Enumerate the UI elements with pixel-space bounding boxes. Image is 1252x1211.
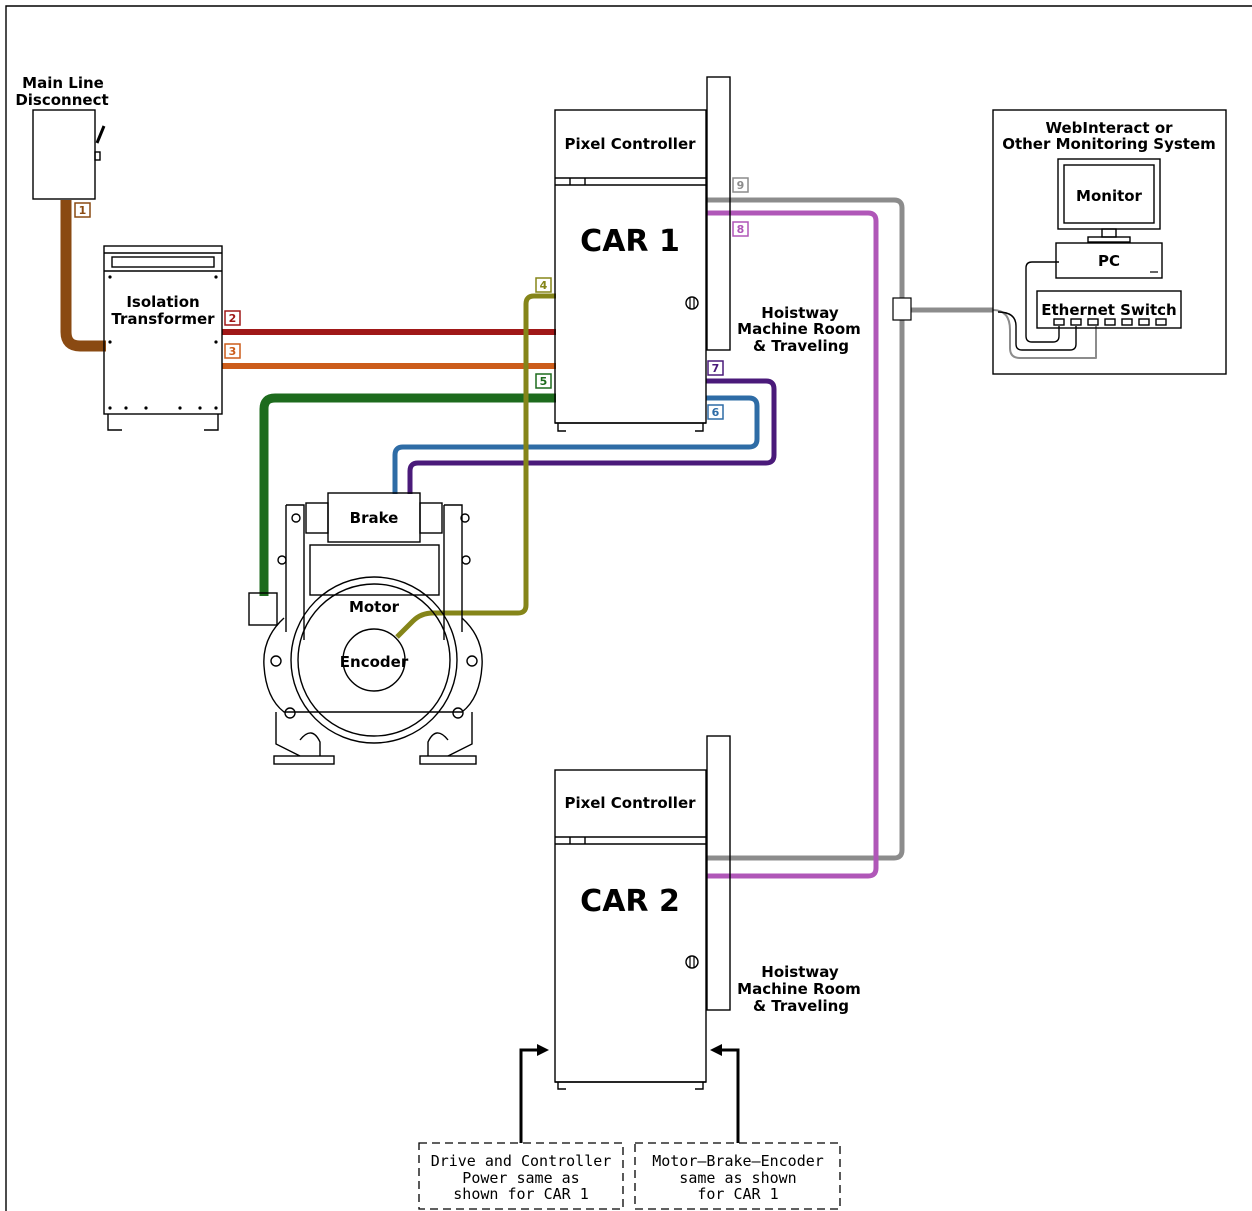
car1-side-panel bbox=[706, 76, 731, 351]
car1-hoistway-label-3: & Traveling bbox=[753, 337, 849, 355]
cable-6 bbox=[392, 395, 760, 494]
car1-hoistway-label-1: Hoistway bbox=[761, 304, 839, 322]
cable-tag-3: 3 bbox=[229, 345, 237, 358]
car2-title: CAR 2 bbox=[580, 884, 680, 919]
car2-side-panel bbox=[706, 735, 731, 1011]
cable-tag-7: 7 bbox=[712, 362, 720, 375]
car1-hoistway-label-2: Machine Room bbox=[737, 320, 861, 338]
transformer-label-1: Isolation bbox=[126, 293, 199, 311]
monitoring-system: WebInteract or Other Monitoring System M… bbox=[992, 109, 1227, 375]
disconnect-handle-icon bbox=[95, 125, 106, 144]
cable-8 bbox=[706, 210, 879, 879]
cable-tag-9: 9 bbox=[737, 179, 745, 192]
cable-tag-1: 1 bbox=[79, 204, 87, 217]
webinteract-label-2: Other Monitoring System bbox=[1002, 135, 1216, 153]
car2-pixel-controller-label: Pixel Controller bbox=[564, 794, 696, 812]
main-line-label-2: Disconnect bbox=[15, 91, 108, 109]
note-right-line-1: Motor—Brake—Encoder bbox=[652, 1152, 824, 1170]
note-left-line-2: Power same as bbox=[462, 1169, 579, 1187]
note-right-line-3: for CAR 1 bbox=[697, 1185, 778, 1203]
encoder-label: Encoder bbox=[340, 653, 409, 671]
webinteract-label-1: WebInteract or bbox=[1045, 119, 1173, 137]
motor-body bbox=[309, 544, 440, 596]
ethernet-switch-label: Ethernet Switch bbox=[1041, 301, 1176, 319]
cable-tags: 1 2 3 4 5 6 7 8 9 bbox=[74, 177, 749, 420]
car2-lock-icon bbox=[685, 955, 699, 969]
monitor-icon bbox=[1057, 158, 1161, 243]
switch-uplink-cable bbox=[997, 311, 1077, 351]
brake-label: Brake bbox=[350, 509, 399, 527]
car2-hoistway-label-3: & Traveling bbox=[753, 997, 849, 1015]
car1-controller: Pixel Controller CAR 1 Hoistway Machine … bbox=[554, 76, 861, 432]
car1-title: CAR 1 bbox=[580, 224, 680, 259]
car2-hoistway-label-2: Machine Room bbox=[737, 980, 861, 998]
car2-cabinet bbox=[554, 769, 707, 1083]
cable-tag-5: 5 bbox=[540, 375, 548, 388]
pc-switch-cable bbox=[1025, 261, 1060, 343]
motor-housing bbox=[290, 576, 458, 744]
cable-7 bbox=[407, 378, 777, 494]
cable-tag-2: 2 bbox=[229, 312, 237, 325]
car2-hoistway-label-1: Hoistway bbox=[761, 963, 839, 981]
motor-terminal-box bbox=[248, 592, 278, 626]
car2-controller: Pixel Controller CAR 2 Hoistway Machine … bbox=[554, 735, 861, 1090]
page-frame bbox=[5, 5, 1252, 1211]
monitor-label: Monitor bbox=[1076, 187, 1143, 205]
note-right-line-2: same as shown bbox=[679, 1169, 796, 1187]
machine: Brake Motor Encoder bbox=[248, 492, 483, 765]
cable-4 bbox=[395, 293, 556, 639]
ethernet-switch-icon bbox=[1036, 290, 1182, 329]
note-left-box bbox=[418, 1142, 624, 1210]
cables bbox=[60, 197, 1097, 879]
isolation-transformer: Isolation Transformer bbox=[103, 245, 223, 431]
main-line-label-1: Main Line bbox=[22, 74, 104, 92]
disconnect-lever-base bbox=[94, 151, 101, 161]
monitoring-box bbox=[992, 109, 1227, 375]
encoder-icon bbox=[342, 628, 406, 692]
notes: Drive and Controller Power same as shown… bbox=[418, 1044, 841, 1210]
note-left-line-3: shown for CAR 1 bbox=[453, 1185, 588, 1203]
car1-cabinet bbox=[554, 109, 707, 424]
note-left-line-1: Drive and Controller bbox=[431, 1152, 612, 1170]
cable-9 bbox=[706, 197, 905, 861]
cable-5 bbox=[259, 393, 556, 596]
cable-1 bbox=[60, 200, 106, 352]
car1-pixel-controller-label: Pixel Controller bbox=[564, 135, 696, 153]
note-right-box bbox=[634, 1142, 841, 1210]
main-line-disconnect: Main Line Disconnect bbox=[15, 74, 109, 200]
cable-tag-8: 8 bbox=[737, 223, 745, 236]
cable-tag-4: 4 bbox=[540, 279, 548, 292]
pc-icon bbox=[1055, 242, 1163, 279]
disconnect-box bbox=[32, 109, 96, 200]
transformer-box bbox=[103, 245, 223, 415]
junction-box bbox=[892, 297, 912, 321]
cable-tag-6: 6 bbox=[712, 406, 720, 419]
motor-label: Motor bbox=[349, 598, 400, 616]
transformer-label-2: Transformer bbox=[111, 310, 215, 328]
pc-label: PC bbox=[1098, 252, 1120, 270]
car1-lock-icon bbox=[685, 296, 699, 310]
